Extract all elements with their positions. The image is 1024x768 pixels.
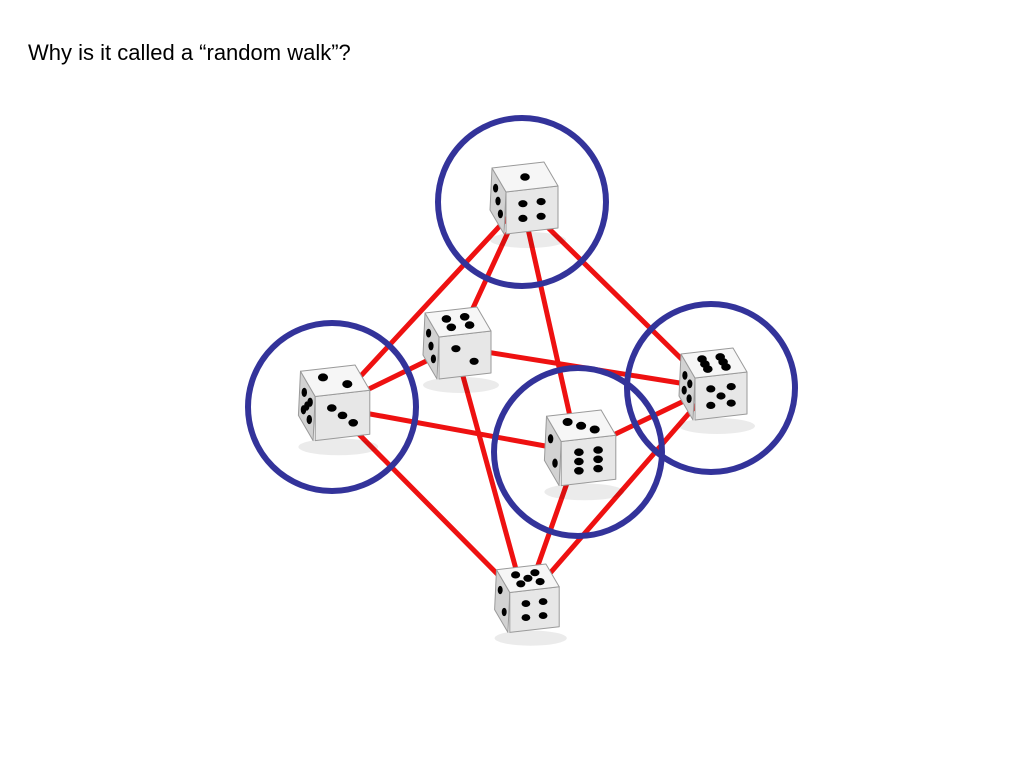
edge-left-to-center <box>329 404 581 455</box>
die-right-left-pip-2 <box>687 379 693 389</box>
die-upper-middle-top-pip-1 <box>441 315 452 323</box>
die-right-left-pip-1 <box>682 371 688 380</box>
die-center-right-pip-6 <box>593 464 603 473</box>
die-right-right-pip-5 <box>726 399 736 407</box>
die-upper-middle-top-face <box>424 306 492 338</box>
die-right-left-pip-4 <box>686 394 692 403</box>
die-bottom-top-pip-4 <box>516 580 526 588</box>
die-upper-middle-top-pip-4 <box>464 321 475 329</box>
slide-title: Why is it called a “random walk”? <box>28 40 351 65</box>
die-upper-middle-left-pip-3 <box>430 354 436 364</box>
die-center-top-pip-2 <box>576 421 587 430</box>
die-center-right-pip-5 <box>574 467 584 475</box>
die-left-left-pip-5 <box>306 414 313 425</box>
die-left-right-pip-1 <box>326 404 337 412</box>
die-bottom-left-pip-2 <box>501 607 507 617</box>
die-bottom <box>494 563 567 646</box>
die-top-right-pip-2 <box>536 198 546 206</box>
die-bottom-top-pip-2 <box>530 569 540 577</box>
circles-layer <box>245 115 798 539</box>
die-upper-middle-right-pip-1 <box>451 345 461 353</box>
die-left <box>297 364 379 456</box>
die-upper-middle-top-pip-3 <box>446 323 457 332</box>
die-upper-middle-top-pip-2 <box>459 313 470 321</box>
die-center <box>543 409 625 501</box>
edge-top-to-center <box>519 199 581 455</box>
edge-right-to-bottom <box>522 385 714 605</box>
die-right-right-pip-2 <box>726 383 736 391</box>
die-right-top-pip-5 <box>703 365 713 373</box>
die-right-left-pip-3 <box>681 385 687 395</box>
die-right-top-face <box>680 347 748 379</box>
die-center-right-pip-3 <box>574 457 584 466</box>
edge-top-to-right <box>519 199 714 391</box>
die-center-shadow <box>544 483 625 501</box>
die-left-top-pip-1 <box>317 373 329 382</box>
die-bottom-right-pip-3 <box>521 614 531 622</box>
die-bottom-top-pip-5 <box>535 577 545 586</box>
die-right-shadow <box>679 418 755 434</box>
die-right-right-pip-1 <box>706 385 716 393</box>
die-left-left-pip-4 <box>300 405 307 415</box>
die-right-right-pip-3 <box>716 392 726 400</box>
die-center-right-pip-1 <box>574 448 584 456</box>
die-right <box>678 347 755 434</box>
die-top-shadow <box>490 232 566 248</box>
die-bottom-top-pip-1 <box>511 571 521 579</box>
edge-upper-middle-to-bottom <box>452 344 528 605</box>
die-top-right-face <box>505 185 559 235</box>
die-upper-middle-shadow <box>423 377 499 393</box>
edge-top-to-left <box>329 199 525 410</box>
die-left-top-face <box>300 364 371 397</box>
die-center-left-pip-1 <box>547 434 554 444</box>
die-upper-middle-left-pip-2 <box>428 341 434 351</box>
die-upper-middle-left-pip-1 <box>426 328 432 338</box>
die-bottom-right-pip-1 <box>521 600 531 608</box>
die-top-right-pip-4 <box>536 212 546 220</box>
die-bottom-top-pip-3 <box>523 574 533 582</box>
die-left-shadow <box>298 438 379 456</box>
highlight-circle-top <box>435 115 609 289</box>
die-upper-middle <box>422 306 499 393</box>
die-top-right-pip-3 <box>518 214 528 222</box>
die-bottom-shadow <box>494 630 567 646</box>
die-left-left-pip-1 <box>301 387 308 398</box>
highlight-circle-center <box>491 365 665 539</box>
die-left-top-pip-2 <box>342 380 353 389</box>
highlight-circle-left <box>245 320 419 494</box>
die-left-right-pip-3 <box>348 419 359 427</box>
die-center-right-face <box>560 434 617 487</box>
die-bottom-right-pip-2 <box>538 598 548 606</box>
die-upper-middle-right-face <box>438 330 492 380</box>
die-bottom-right-pip-4 <box>538 612 548 620</box>
die-top-top-pip-1 <box>520 173 530 181</box>
die-right-top-pip-6 <box>721 363 731 371</box>
die-top <box>489 161 566 248</box>
die-upper-middle-right-pip-2 <box>469 357 479 365</box>
die-bottom-right-face <box>509 586 560 633</box>
die-top-left-pip-1 <box>493 183 499 193</box>
edges-layer <box>329 199 714 605</box>
highlight-circle-right <box>624 301 798 475</box>
die-center-left-pip-2 <box>552 458 558 468</box>
dice-layer <box>297 161 755 646</box>
die-bottom-left-pip-1 <box>497 585 503 595</box>
die-center-right-pip-4 <box>593 455 603 464</box>
die-center-top-pip-1 <box>562 418 573 426</box>
die-center-right-pip-2 <box>593 446 603 454</box>
die-right-right-pip-4 <box>706 401 716 409</box>
die-center-top-pip-3 <box>589 425 600 434</box>
die-top-left-pip-3 <box>497 209 503 219</box>
edge-left-to-bottom <box>329 404 528 605</box>
die-left-right-pip-2 <box>337 411 348 420</box>
die-top-left-pip-2 <box>495 196 501 206</box>
die-top-right-pip-1 <box>518 200 528 208</box>
